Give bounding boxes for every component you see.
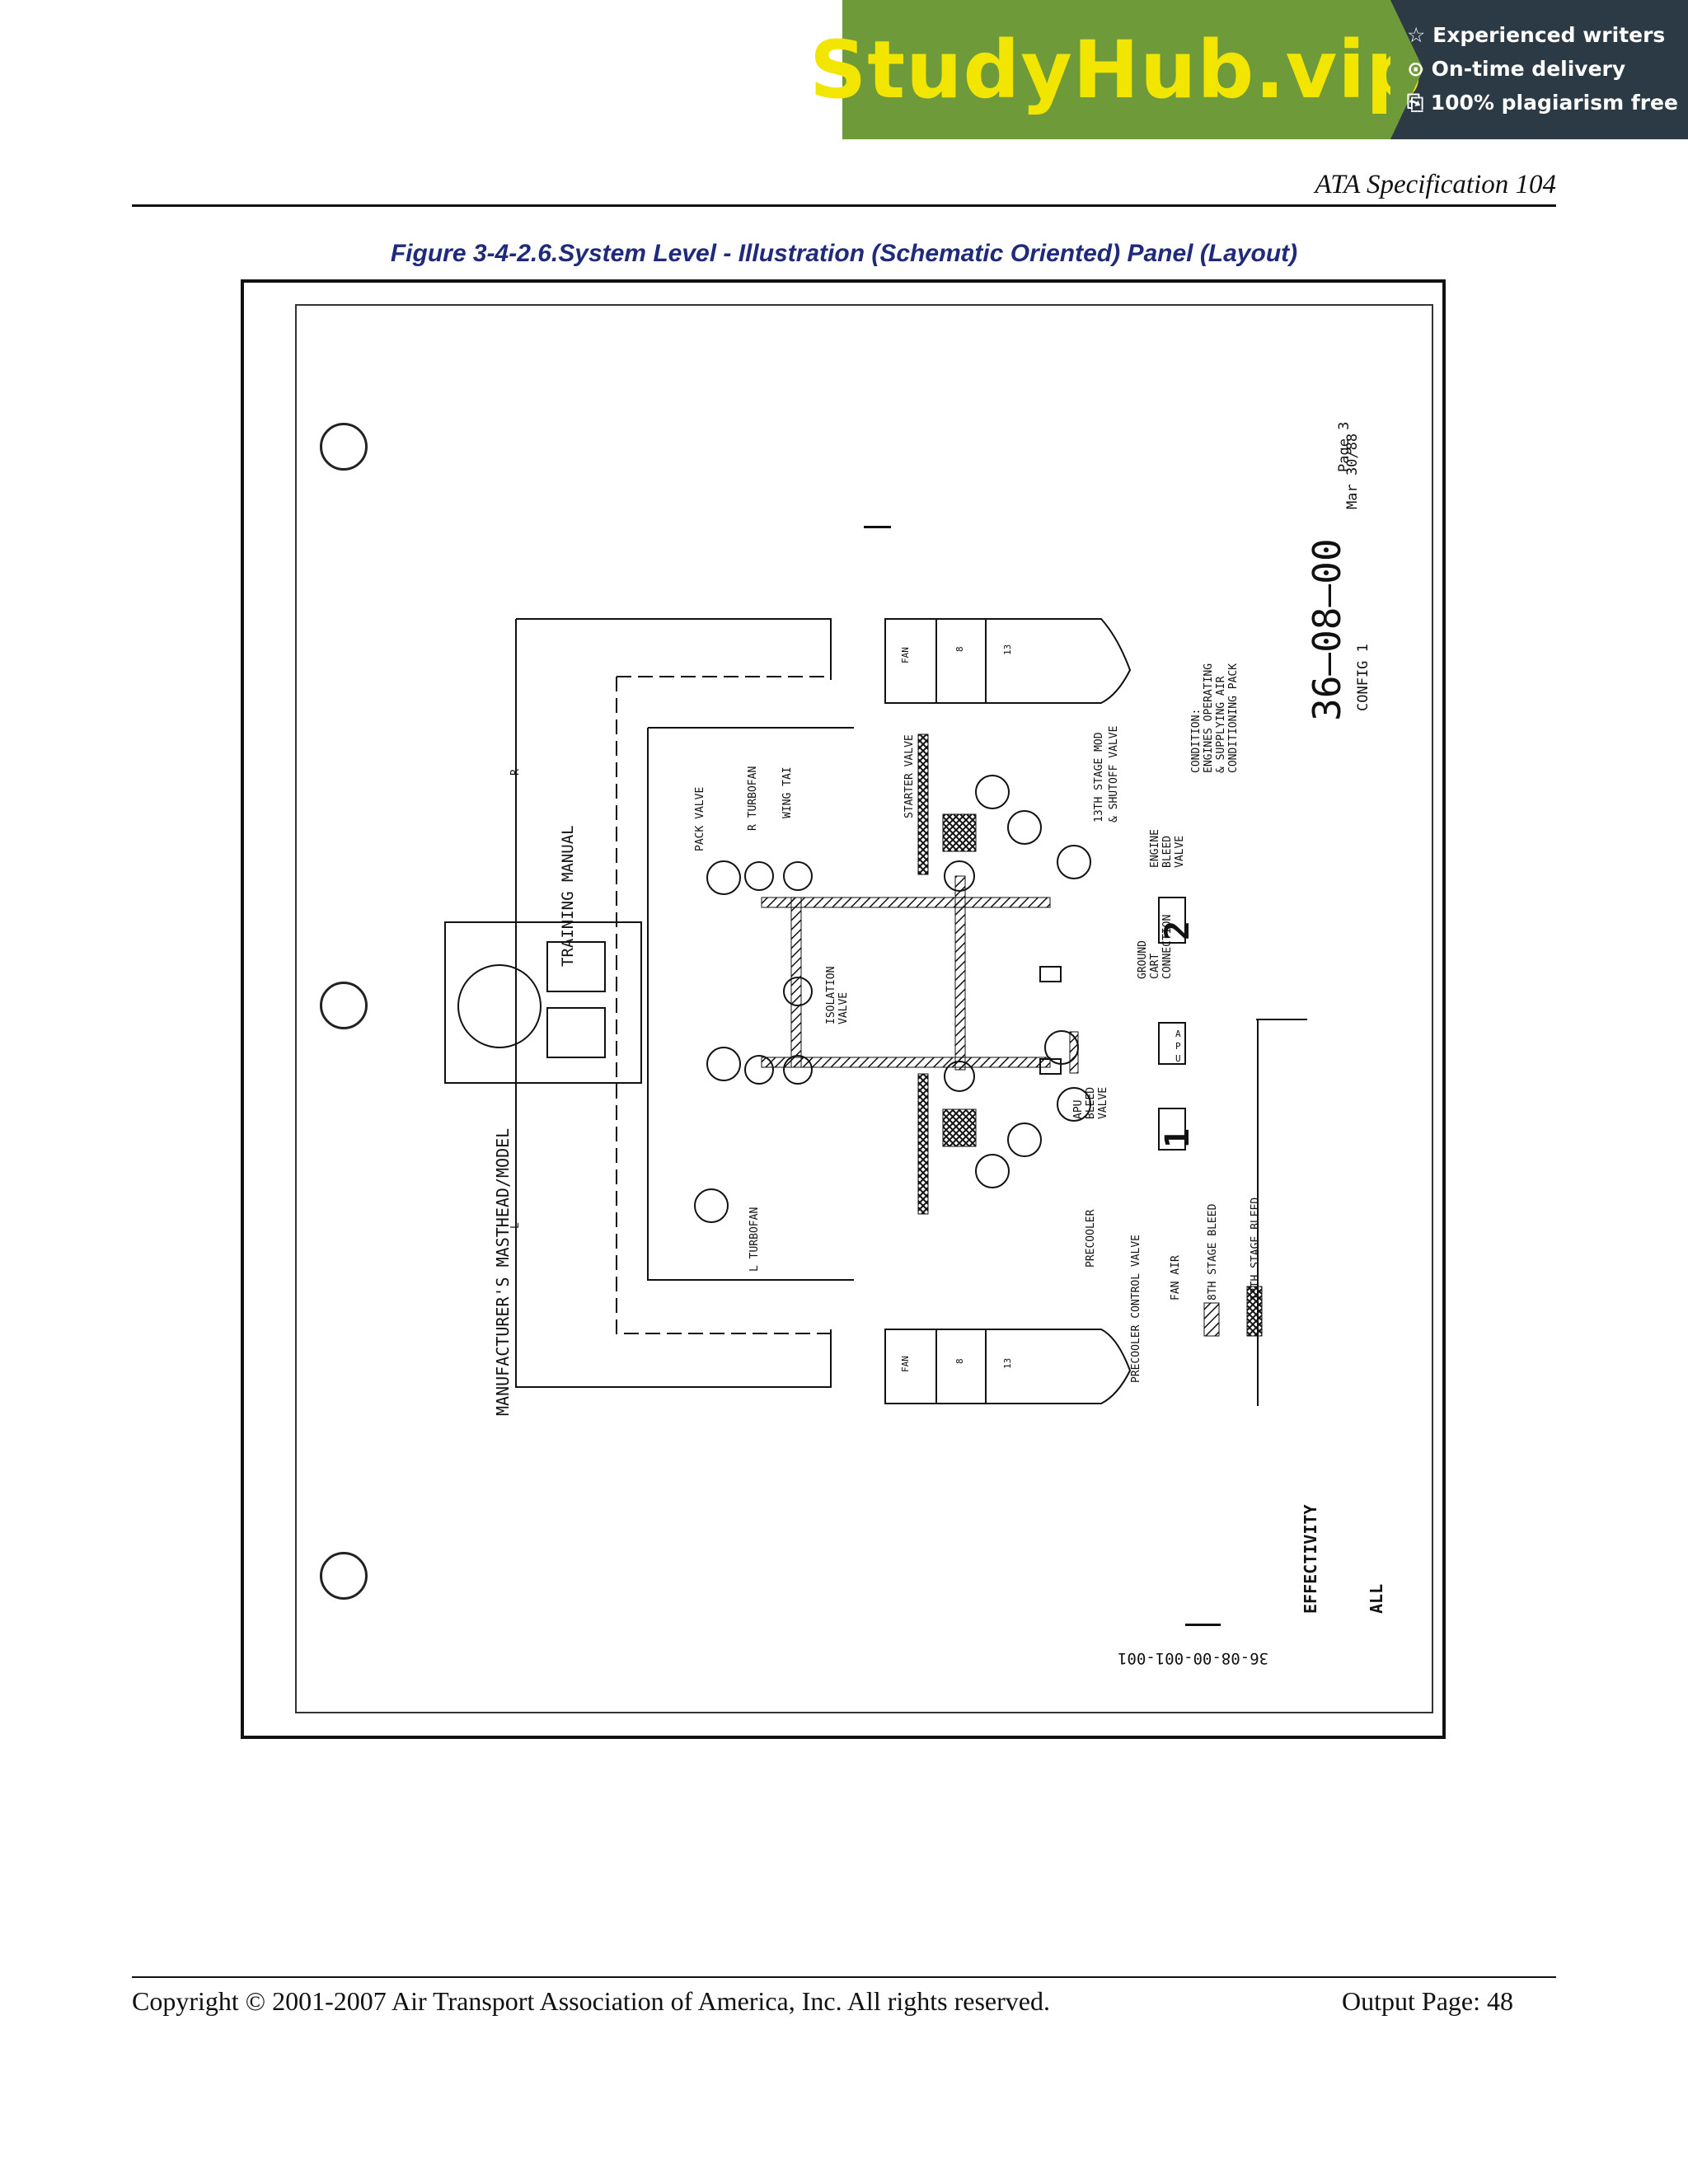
isolation-label-1: ISOLATION [825,966,837,1024]
precooler-label: PRECOOLER [1085,1209,1097,1268]
legend-8th-stage: 8TH STAGE BLEED [1207,1203,1219,1301]
inner-frame [295,304,1433,1713]
stage8-label-bottom: 8 [954,1358,965,1364]
r-turbofan-label: R TURBOFAN [747,766,759,831]
drawing-number: 36-08-00-001-001 [1118,1649,1269,1667]
schematic-figure: MANUFACTURER'S MASTHEAD/MODEL TRAINING M… [241,279,1446,1739]
engine2-badge: 2 [1159,920,1197,940]
l-turbofan-label: L TURBOFAN [748,1207,761,1272]
binder-hole-top [320,423,368,471]
fan-label-top: FAN [900,647,911,663]
apu-bleed-label-2: BLEED [1085,1086,1097,1119]
feature-writers: ☆ Experienced writers [1407,23,1666,47]
masthead-label: MANUFACTURER'S MASTHEAD/MODEL [493,1127,513,1416]
apu-badge-a: A [1175,1029,1181,1039]
apu-badge-p: P [1175,1041,1181,1052]
l-line-label: L [509,1222,522,1229]
shutoff-valve-label: & SHUTOFF VALVE [1108,725,1120,823]
figure-caption: Figure 3-4-2.6.System Level - Illustrati… [390,240,1298,267]
effectivity-value: ALL [1367,1583,1386,1614]
feature-plagiarism: ⎘ 100% plagiarism free [1407,91,1678,115]
brand-name: StudyHub.vip [809,23,1423,116]
engine-bleed-label-3: VALVE [1174,835,1186,868]
chapter-number: 36–08–00 [1305,538,1349,721]
precooler-control-label: PRECOOLER CONTROL VALVE [1130,1234,1142,1383]
stage13-label-bottom: 13 [1002,1357,1013,1369]
engine-bleed-label-2: BLEED [1161,835,1174,868]
pack-valve-label: PACK VALVE [694,786,706,851]
banner-chevron [1390,0,1423,139]
config-label: CONFIG 1 [1355,644,1372,711]
legend-fan-air: FAN AIR [1170,1255,1182,1301]
ground-cart-label-2: CART [1149,953,1161,979]
stage13-label-top: 13 [1002,644,1013,655]
header-rule [132,204,1556,207]
footer-page-number: Output Page: 48 [1342,1986,1513,2016]
condition-line-1: CONDITION: [1190,708,1203,773]
manual-label: TRAINING MANUAL [559,825,577,967]
footer-rule [132,1976,1556,1978]
ground-cart-label-1: GROUND [1137,940,1149,979]
feature-delivery: ⊙ On-time delivery [1407,57,1626,81]
header-title: ATA Specification 104 [1315,170,1556,199]
isolation-label-2: VALVE [837,991,850,1024]
date-label: Mar 30/88 [1344,433,1361,509]
binder-hole-middle [320,982,368,1029]
apu-bleed-label-1: APU [1072,1099,1085,1119]
brand-logo[interactable]: StudyHub.vip [809,0,1423,139]
engine-bleed-label-1: ENGINE [1149,829,1161,868]
apu-badge-u: U [1175,1053,1181,1064]
wing-tai-label: WING TAI [781,766,794,818]
promo-banner[interactable]: StudyHub.vip ☆ Experienced writers ⊙ On-… [809,0,1688,139]
r-line-label: R [509,769,522,776]
condition-line-2: ENGINES OPERATING [1203,663,1215,773]
legend-13th-stage: 13TH STAGE BLEED [1250,1197,1262,1301]
stage13-mod-label: 13TH STAGE MOD [1093,732,1105,823]
effectivity-label: EFFECTIVITY [1301,1504,1320,1614]
fan-label-bottom: FAN [900,1356,911,1372]
starter-valve-label: STARTER VALVE [903,734,916,818]
binder-hole-bottom [320,1552,368,1600]
footer-copyright: Copyright © 2001-2007 Air Transport Asso… [132,1986,1050,2016]
condition-line-4: CONDITIONING PACK [1227,663,1240,773]
bleed-air-schematic [444,526,1307,1626]
stage8-label-top: 8 [954,646,965,652]
engine1-badge: 1 [1159,1127,1197,1148]
condition-line-3: & SUPPLYING AIR [1215,676,1227,773]
apu-bleed-label-3: VALVE [1097,1086,1109,1119]
